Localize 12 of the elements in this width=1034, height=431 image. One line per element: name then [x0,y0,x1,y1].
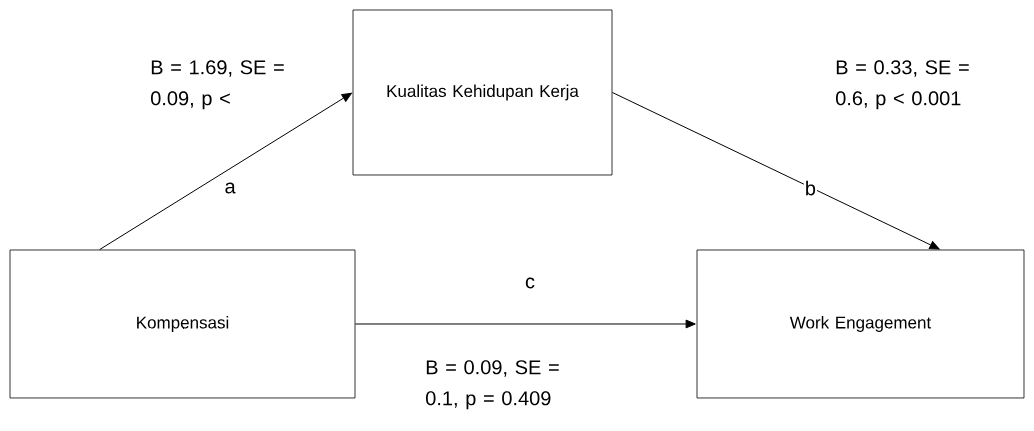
statistics-label: B = 1.69, SE = 0.09, p < [151,60,284,110]
arrow [99,92,352,251]
edge-label: a [223,181,237,195]
arrow [354,319,696,329]
variable-box: Kualitas Kehidupan Kerja [352,9,613,176]
arrow [611,92,940,250]
variable-box: Work Engagement [696,249,1025,399]
statistics-label: B = 0.09, SE = 0.1, p = 0.409 [426,360,559,410]
variable-box: Kompensasi [9,249,356,399]
statistics-label: B = 0.33, SE = 0.6, p < 0.001 [836,60,969,110]
edge-label: c [524,276,536,290]
edge-label: b [803,179,817,197]
